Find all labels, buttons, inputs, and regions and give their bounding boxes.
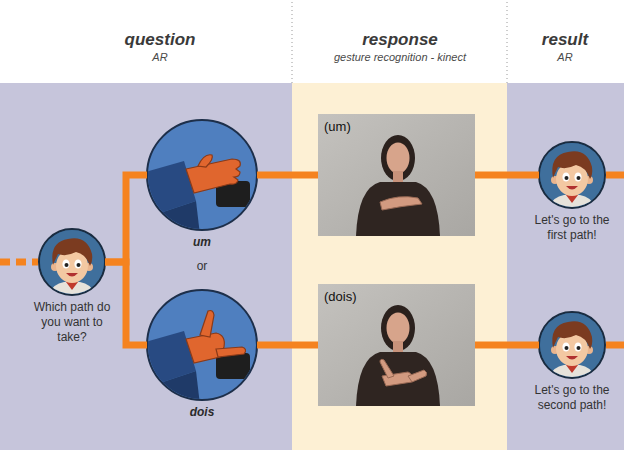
connector <box>475 175 539 176</box>
connector-line <box>475 172 539 179</box>
character-icon <box>539 142 605 209</box>
video-frame: (dois) <box>318 284 475 406</box>
node-text: (dois) <box>324 289 357 304</box>
character-icon <box>539 312 605 379</box>
column-subheading: AR <box>557 51 572 63</box>
node-text: Which path do you want to take? <box>30 300 114 345</box>
connector <box>105 262 147 345</box>
divider <box>507 2 508 83</box>
response-band <box>292 83 507 450</box>
sign-dois-picture <box>142 290 257 405</box>
column-heading: question <box>125 30 196 50</box>
connector <box>257 175 318 176</box>
incoming-line <box>0 259 38 266</box>
column-heading: response <box>362 30 438 50</box>
character-circle: Which path do you want to take? <box>39 229 105 295</box>
connector <box>475 345 539 346</box>
connector <box>105 175 147 262</box>
column-subheading: AR <box>152 51 167 63</box>
character-icon <box>39 229 105 296</box>
connector <box>257 345 318 346</box>
connector-line <box>257 172 318 179</box>
column-subheading: gesture recognition - kinect <box>334 51 466 63</box>
outgoing-line <box>606 172 624 179</box>
divider <box>292 2 293 83</box>
outgoing-line <box>606 342 624 349</box>
node-text: um <box>162 235 242 250</box>
choice-label: or <box>197 259 208 273</box>
video-frame-dois <box>318 284 475 406</box>
sign-um-picture <box>142 120 257 235</box>
connector-line <box>105 175 147 262</box>
sign-circle: dois <box>147 290 257 400</box>
node-text: dois <box>162 405 242 420</box>
column-heading: result <box>542 30 588 50</box>
node-text: Let's go to the first path! <box>524 213 620 243</box>
connector-line <box>257 342 318 349</box>
result-circle: Let's go to the first path! <box>539 142 605 208</box>
connector-line <box>475 342 539 349</box>
connector-line <box>105 262 147 345</box>
result-circle: Let's go to the second path! <box>539 312 605 378</box>
video-frame-um <box>318 114 475 236</box>
node-text: (um) <box>324 119 351 134</box>
node-text: Let's go to the second path! <box>524 383 620 413</box>
sign-circle: um <box>147 120 257 230</box>
video-frame: (um) <box>318 114 475 236</box>
panel-ground <box>0 83 624 450</box>
